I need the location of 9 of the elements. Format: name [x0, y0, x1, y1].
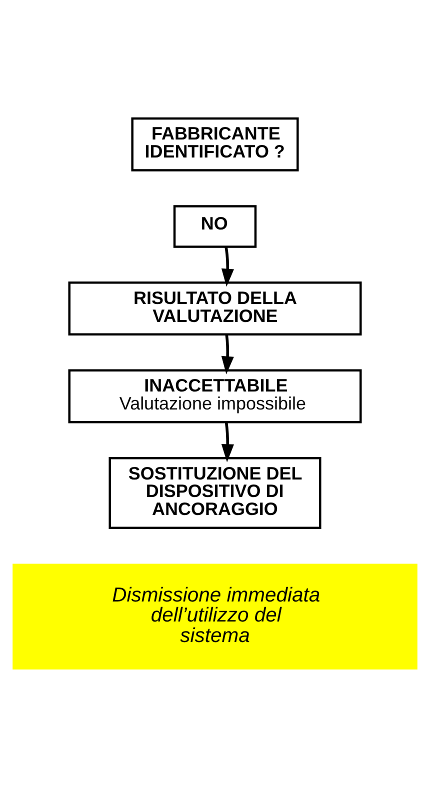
node-box: FABBRICANTE IDENTIFICATO ? — [131, 116, 299, 171]
node-box: SOSTITUZIONE DEL DISPOSITIVO DI ANCORAGGIO — [108, 456, 322, 528]
arrow — [221, 246, 234, 286]
arrow — [221, 334, 234, 374]
arrow — [221, 422, 234, 462]
node-box: Dismissione immediata dell’utilizzo del sistema — [12, 563, 418, 669]
node-box: INACCETTABILE Valutazione impossibile — [68, 368, 362, 423]
node-box: RISULTATO DELLA VALUTAZIONE — [68, 281, 362, 336]
node-box: NO — [173, 204, 257, 248]
